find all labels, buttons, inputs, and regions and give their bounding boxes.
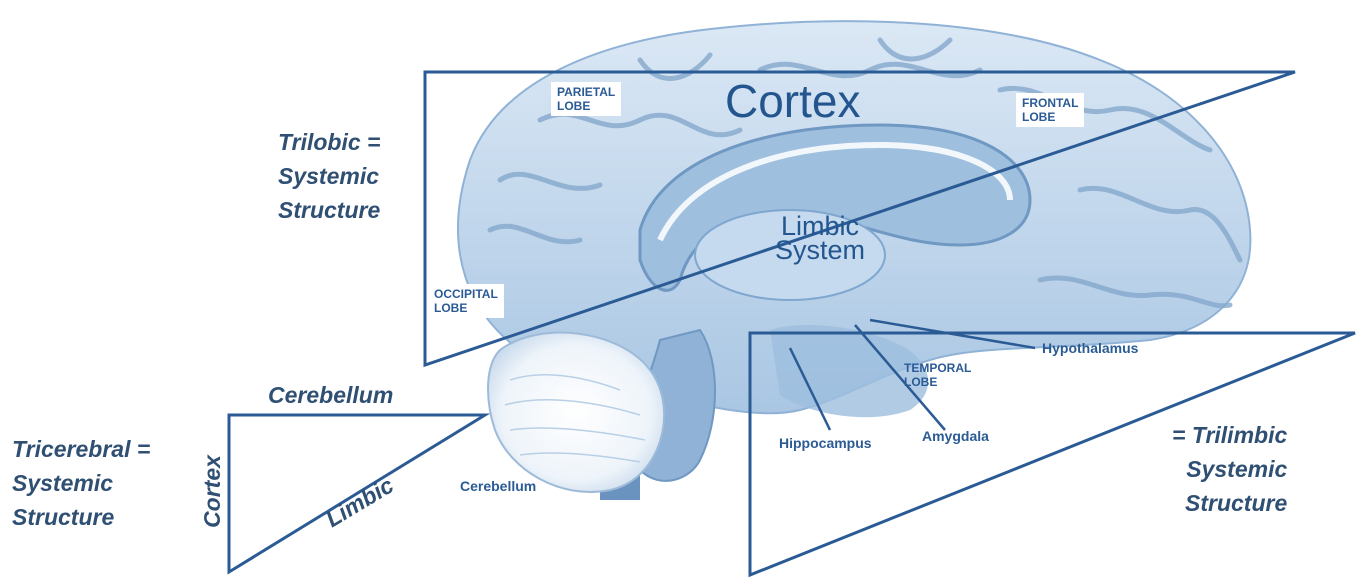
trilimbic-line-2: Systemic (1172, 452, 1287, 486)
cerebellum-shape (488, 333, 664, 492)
tricerebral-line-2: Systemic (12, 466, 150, 500)
tri-side-cerebellum: Cerebellum (268, 382, 393, 409)
limbic-line-2: System (775, 238, 865, 262)
tricerebral-caption: Tricerebral = Systemic Structure (12, 432, 150, 534)
temporal-line-2: LOBE (904, 375, 971, 389)
amygdala-label: Amygdala (922, 428, 989, 444)
cerebellum-region-label: Cerebellum (460, 478, 536, 494)
parietal-line-1: PARIETAL (557, 85, 615, 99)
tricerebral-line-1: Tricerebral = (12, 432, 150, 466)
occipital-lobe-label: OCCIPITAL LOBE (428, 284, 504, 318)
tri-side-cortex: Cortex (199, 455, 226, 528)
trilimbic-line-3: Structure (1172, 486, 1287, 520)
parietal-lobe-label: PARIETAL LOBE (551, 82, 621, 116)
trilobic-line-2: Systemic (278, 159, 380, 193)
trilobic-line-3: Structure (278, 193, 380, 227)
hippocampus-label: Hippocampus (779, 435, 872, 451)
temporal-line-1: TEMPORAL (904, 361, 971, 375)
trilobic-line-1: Trilobic = (278, 125, 380, 159)
trilobic-caption: Trilobic = Systemic Structure (278, 125, 380, 227)
parietal-line-2: LOBE (557, 99, 615, 113)
hypothalamus-label: Hypothalamus (1042, 340, 1138, 356)
occipital-line-1: OCCIPITAL (434, 287, 498, 301)
limbic-system-label: Limbic System (775, 214, 865, 262)
frontal-line-2: LOBE (1022, 110, 1078, 124)
frontal-lobe-label: FRONTAL LOBE (1016, 93, 1084, 127)
frontal-line-1: FRONTAL (1022, 96, 1078, 110)
tricerebral-line-3: Structure (12, 500, 150, 534)
trilimbic-caption: = Trilimbic Systemic Structure (1172, 418, 1287, 520)
temporal-lobe-label: TEMPORAL LOBE (898, 358, 977, 392)
cortex-title: Cortex (725, 78, 860, 124)
occipital-line-2: LOBE (434, 301, 498, 315)
trilimbic-line-1: = Trilimbic (1172, 418, 1287, 452)
